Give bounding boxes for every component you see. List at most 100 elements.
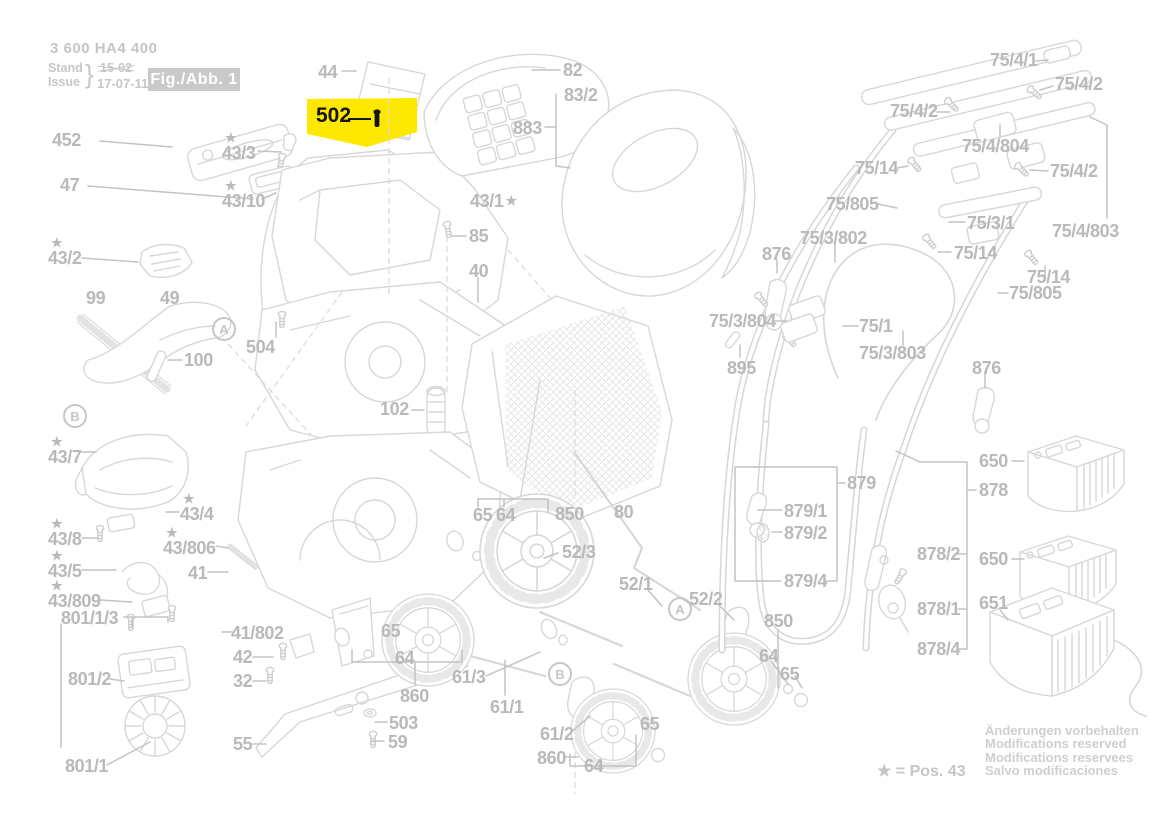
part-label-47[interactable]: 47 bbox=[60, 175, 80, 195]
part-label-102[interactable]: 102 bbox=[380, 399, 409, 419]
part-label-860[interactable]: 860 bbox=[400, 686, 429, 706]
part-label-100[interactable]: 100 bbox=[184, 350, 213, 370]
part-label-65[interactable]: 65 bbox=[381, 621, 401, 641]
part-label-59[interactable]: 59 bbox=[388, 732, 408, 752]
pos43-star-icon: ★ bbox=[505, 193, 517, 208]
part-label-503[interactable]: 503 bbox=[389, 713, 418, 733]
figure-badge: Fig./Abb. 1 bbox=[148, 68, 240, 91]
part-label-895[interactable]: 895 bbox=[727, 358, 756, 378]
part-label-49[interactable]: 49 bbox=[160, 288, 180, 308]
part-label-65[interactable]: 65 bbox=[640, 714, 660, 734]
part-label-75-4-2[interactable]: 75/4/2 bbox=[1050, 161, 1098, 181]
part-label-879-4[interactable]: 879/4 bbox=[784, 571, 828, 591]
part-label-43-3[interactable]: ★43/3 bbox=[222, 130, 256, 163]
part-label-75-14[interactable]: 75/14 bbox=[954, 243, 998, 263]
part-label-75-4-1[interactable]: 75/4/1 bbox=[990, 50, 1038, 70]
part-label-43-2[interactable]: ★43/2 bbox=[48, 235, 82, 268]
part-label-879[interactable]: 879 bbox=[847, 473, 876, 493]
part-label-75-4-2[interactable]: 75/4/2 bbox=[890, 101, 938, 121]
footer-note: Modifications reserved bbox=[985, 736, 1127, 752]
part-label-41[interactable]: 41 bbox=[188, 563, 208, 583]
part-label-43-10[interactable]: ★43/10 bbox=[222, 178, 266, 211]
part-label-43-806[interactable]: ★43/806 bbox=[163, 525, 216, 558]
part-label-878-2[interactable]: 878/2 bbox=[917, 544, 961, 564]
footer-note: Änderungen vorbehalten bbox=[985, 723, 1139, 738]
part-label-75-4-804[interactable]: 75/4/804 bbox=[962, 136, 1029, 156]
part-label-801-1-3[interactable]: 801/1/3 bbox=[61, 608, 119, 628]
part-label-650[interactable]: 650 bbox=[979, 549, 1008, 569]
part-label-75-805[interactable]: 75/805 bbox=[826, 194, 879, 214]
part-label-883[interactable]: 883 bbox=[513, 118, 542, 138]
part-label-43-8[interactable]: ★43/8 bbox=[48, 516, 82, 549]
part-label-61-1[interactable]: 61/1 bbox=[490, 697, 524, 717]
part-label-42[interactable]: 42 bbox=[233, 647, 253, 667]
part-label-75-3-804[interactable]: 75/3/804 bbox=[709, 311, 776, 331]
part-label-878-1[interactable]: 878/1 bbox=[917, 599, 961, 619]
pos43-star-icon: ★ bbox=[183, 491, 195, 506]
issue-date: 17-07-11 bbox=[97, 76, 149, 91]
part-label-64[interactable]: 64 bbox=[496, 505, 516, 525]
part-label-879-2[interactable]: 879/2 bbox=[784, 523, 828, 543]
part-label-504[interactable]: 504 bbox=[246, 337, 275, 357]
type-number: 3 600 HA4 400 bbox=[50, 40, 158, 57]
pos43-star-icon: ★ bbox=[225, 178, 237, 193]
part-label-876[interactable]: 876 bbox=[972, 358, 1001, 378]
part-label-850[interactable]: 850 bbox=[764, 611, 793, 631]
part-label-75-14[interactable]: 75/14 bbox=[1027, 267, 1071, 287]
view-marker-A: A bbox=[212, 317, 236, 341]
part-label-61-2[interactable]: 61/2 bbox=[540, 724, 574, 744]
part-label-75-805[interactable]: 75/805 bbox=[1009, 283, 1062, 303]
part-label-75-3-803[interactable]: 75/3/803 bbox=[859, 343, 926, 363]
part-label-801-2[interactable]: 801/2 bbox=[68, 669, 112, 689]
part-label-80[interactable]: 80 bbox=[614, 502, 634, 522]
part-label-64[interactable]: 64 bbox=[759, 646, 779, 666]
part-label-32[interactable]: 32 bbox=[233, 671, 253, 691]
part-label-82[interactable]: 82 bbox=[563, 60, 583, 80]
part-label-52-3[interactable]: 52/3 bbox=[562, 542, 596, 562]
part-label-40[interactable]: 40 bbox=[469, 261, 489, 281]
part-label-75-4-803[interactable]: 75/4/803 bbox=[1052, 221, 1119, 241]
revision-block: Stand Issue bbox=[48, 61, 83, 89]
part-label-43-809[interactable]: ★43/809 bbox=[48, 578, 101, 611]
part-label-650[interactable]: 650 bbox=[979, 451, 1008, 471]
part-label-61-3[interactable]: 61/3 bbox=[452, 667, 486, 687]
part-label-52-1[interactable]: 52/1 bbox=[619, 574, 653, 594]
issue-label: Issue bbox=[48, 74, 80, 89]
part-label-75-3-802[interactable]: 75/3/802 bbox=[800, 228, 867, 248]
part-label-43-5[interactable]: ★43/5 bbox=[48, 548, 82, 581]
part-label-452[interactable]: 452 bbox=[52, 130, 81, 150]
part-label-55[interactable]: 55 bbox=[233, 734, 253, 754]
part-label-44[interactable]: 44 bbox=[318, 62, 338, 82]
part-label-876[interactable]: 876 bbox=[762, 244, 791, 264]
stand-label: Stand bbox=[48, 61, 83, 75]
part-label-75-3-1[interactable]: 75/3/1 bbox=[967, 213, 1015, 233]
pos43-star-icon: ★ bbox=[225, 130, 237, 145]
part-label-75-1[interactable]: 75/1 bbox=[859, 316, 893, 336]
part-label-878[interactable]: 878 bbox=[979, 480, 1008, 500]
part-label-879-1[interactable]: 879/1 bbox=[784, 501, 828, 521]
part-label-65[interactable]: 65 bbox=[780, 664, 800, 684]
part-label-43-7[interactable]: ★43/7 bbox=[48, 434, 82, 467]
part-label-99[interactable]: 99 bbox=[86, 288, 106, 308]
part-label-65[interactable]: 65 bbox=[473, 505, 493, 525]
part-label-651[interactable]: 651 bbox=[979, 593, 1008, 613]
part-label-75-4-2[interactable]: 75/4/2 bbox=[1055, 74, 1103, 94]
part-label-83-2[interactable]: 83/2 bbox=[564, 85, 598, 105]
part-label-850[interactable]: 850 bbox=[555, 504, 584, 524]
part-label-43-4[interactable]: ★43/4 bbox=[180, 491, 214, 524]
part-label-41-802[interactable]: 41/802 bbox=[231, 623, 284, 643]
part-label-801-1[interactable]: 801/1 bbox=[65, 756, 109, 776]
highlighted-part-label[interactable]: 502 bbox=[316, 104, 352, 127]
part-label-43-1[interactable]: 43/1★ bbox=[470, 191, 517, 211]
part-label-52-2[interactable]: 52/2 bbox=[689, 589, 723, 609]
view-marker-A: A bbox=[668, 597, 692, 621]
part-label-85[interactable]: 85 bbox=[469, 226, 489, 246]
part-label-860[interactable]: 860 bbox=[537, 748, 566, 768]
part-label-64[interactable]: 64 bbox=[584, 756, 604, 776]
part-label-75-14[interactable]: 75/14 bbox=[855, 158, 899, 178]
revision-brace: } bbox=[85, 59, 94, 89]
part-label-64[interactable]: 64 bbox=[395, 648, 415, 668]
part-label-878-4[interactable]: 878/4 bbox=[917, 639, 961, 659]
